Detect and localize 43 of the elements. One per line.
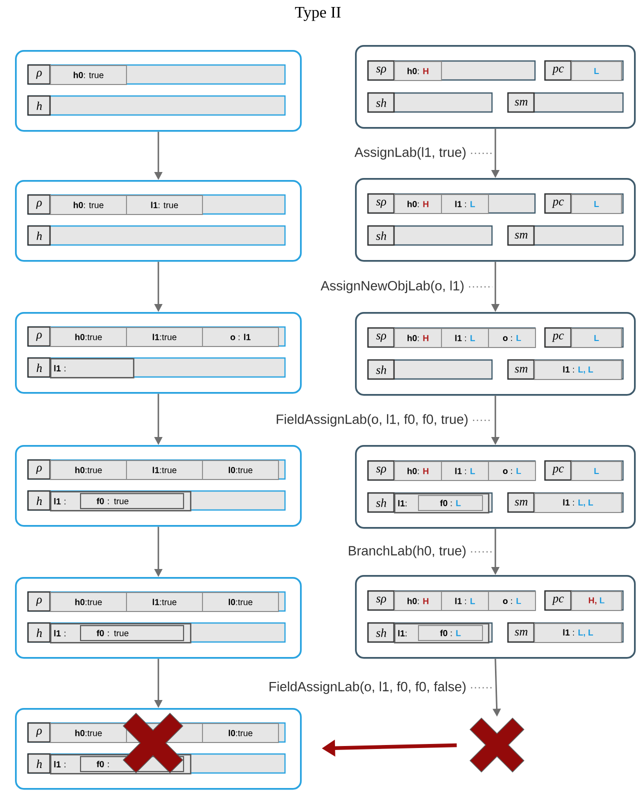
value-cell: L xyxy=(571,194,622,214)
value-cell: o : L xyxy=(488,461,536,481)
edge-label: AssignNewObjLab(o, l1) xyxy=(319,279,466,294)
cross-mark xyxy=(470,718,524,772)
value-cell: L xyxy=(571,328,622,348)
value-cell: l1:true xyxy=(126,592,203,612)
value-cell: h0: H xyxy=(394,328,442,348)
value-cell: f0 : L xyxy=(418,625,483,641)
value-cell: f0 : L xyxy=(418,495,483,511)
value-cell: l0:true xyxy=(202,592,279,612)
memory-bar: sh xyxy=(367,359,493,380)
value-cell: h0: H xyxy=(394,591,442,611)
value-cell: f0 : true xyxy=(80,493,184,510)
value-cell: l1 : L xyxy=(441,591,489,611)
value-cell: H, L xyxy=(571,591,622,611)
edge-label: FieldAssignLab(o, l1, f0, f0, false) xyxy=(267,680,468,696)
value-cell: l1 : L xyxy=(441,328,489,348)
value-cell: h0: H xyxy=(394,461,442,481)
value-cell: l1:true xyxy=(126,460,203,480)
value-cell: l1:true xyxy=(126,327,203,347)
edge-label: AssignLab(l1, true) xyxy=(353,146,468,161)
value-cell: l1 : L xyxy=(441,461,489,481)
value-cell: L xyxy=(571,61,622,81)
memory-bar: sm xyxy=(507,92,624,113)
memory-bar: sh xyxy=(367,225,493,246)
value-cell: l0:true xyxy=(202,460,279,480)
value-cell: l0:true xyxy=(202,723,279,743)
value-cell: o : L xyxy=(488,328,536,348)
value-cell: h0: H xyxy=(394,61,442,81)
title: Type II xyxy=(295,7,341,21)
value-cell: l1: true xyxy=(126,195,203,215)
memory-bar: h xyxy=(27,95,286,116)
value-cell: L xyxy=(571,461,622,481)
memory-bar: sm xyxy=(507,225,624,246)
value-cell: o : L xyxy=(488,591,536,611)
value-cell: l1 : L xyxy=(441,194,489,214)
value-cell: h0: H xyxy=(394,194,442,214)
value-cell: f0 : true xyxy=(80,625,184,642)
memory-bar: sh xyxy=(367,92,493,113)
edge-label: BranchLab(h0, true) xyxy=(346,544,468,560)
value-cell: o : l1 xyxy=(202,327,279,347)
edge-label: FieldAssignLab(o, l1, f0, f0, true) xyxy=(274,412,470,428)
memory-bar: h xyxy=(27,225,286,246)
